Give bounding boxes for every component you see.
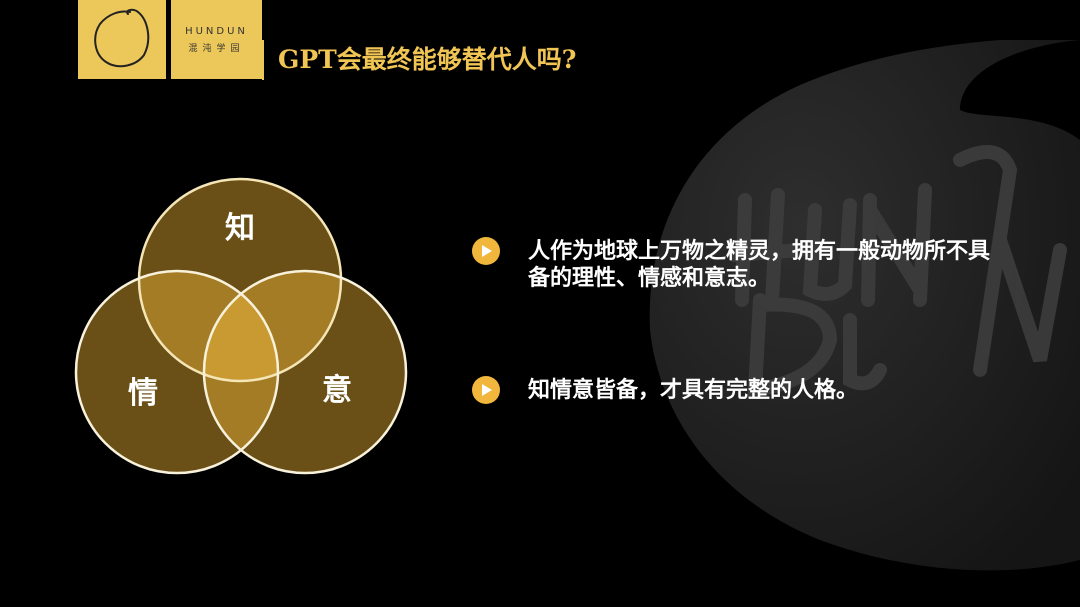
venn-label-zhi: 知 (225, 211, 255, 246)
logo-mark (78, 0, 166, 79)
bullet-item: 人作为地球上万物之精灵，拥有一般动物所不具备的理性、情感和意志。 (472, 237, 998, 292)
title-accent-bar (262, 40, 264, 80)
play-circle-icon (472, 376, 500, 404)
brand-name-cn: 混沌学园 (188, 43, 245, 54)
logo-wordmark: HUNDUN 混沌学园 (171, 0, 262, 79)
venn-label-yi: 意 (322, 373, 352, 408)
brand-name-en: HUNDUN (185, 25, 248, 37)
bullet-text: 知情意皆备，才具有完整的人格。 (528, 377, 859, 403)
venn-label-qing: 情 (128, 376, 158, 411)
bullet-item: 知情意皆备，才具有完整的人格。 (472, 376, 998, 404)
enso-circle-icon (94, 8, 150, 68)
play-circle-icon (472, 237, 500, 265)
bullet-text: 人作为地球上万物之精灵，拥有一般动物所不具备的理性、情感和意志。 (528, 238, 991, 291)
page-title: GPT会最终能够替代人吗? (278, 45, 577, 74)
